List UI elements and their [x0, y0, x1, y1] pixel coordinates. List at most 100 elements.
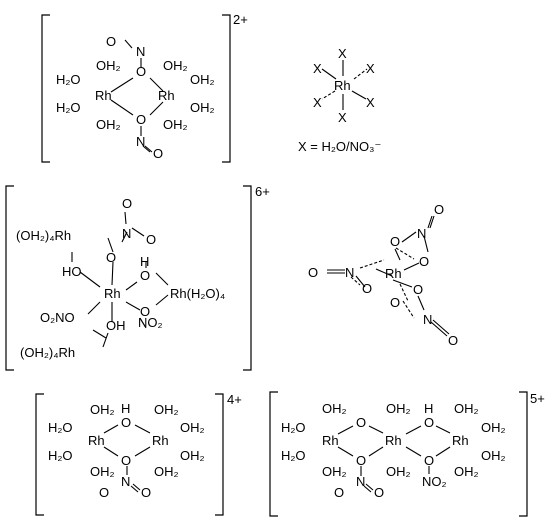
atom-H: H — [140, 254, 149, 269]
atom-O: O — [106, 250, 116, 265]
ligand-OH2: OH₂ — [154, 464, 179, 479]
atom-Rh: Rh — [334, 78, 351, 93]
atom-N: N — [345, 265, 354, 280]
atom-O: O — [434, 202, 444, 217]
atom-O: O — [141, 485, 151, 500]
complex-dimer-2plus: 2+ O N O O N O Rh Rh H₂O H₂O OH₂ OH₂ OH₂… — [41, 12, 248, 163]
ligand-OH2-4-Rh: (OH₂)₄Rh — [16, 228, 71, 243]
atom-Rh: Rh — [385, 266, 402, 281]
atom-O: O — [136, 112, 146, 127]
left-bracket — [5, 185, 14, 371]
atom-O: O — [308, 265, 318, 280]
atom-O: O — [356, 415, 366, 430]
ligand-Rh-H2O-4: Rh(H₂O)₄ — [170, 286, 225, 301]
atom-Rh: Rh — [385, 433, 402, 448]
atom-O: O — [136, 64, 146, 79]
atom-O: O — [424, 453, 434, 468]
ligand-OH2: OH₂ — [90, 464, 115, 479]
atom-O: O — [374, 485, 384, 500]
ligand-O2NO: O₂NO — [40, 310, 75, 325]
ligand-OH2-4-Rh: (OH₂)₄Rh — [20, 345, 75, 360]
ligand-OH2: OH₂ — [154, 402, 179, 417]
ligand-OH2: OH₂ — [190, 100, 215, 115]
atom-O: O — [356, 453, 366, 468]
ligand-OH2: OH₂ — [96, 117, 121, 132]
atom-Rh: Rh — [152, 433, 169, 448]
ligand-OH2: OH₂ — [180, 448, 205, 463]
atom-H: H — [121, 401, 130, 416]
atom-O: O — [140, 304, 150, 319]
legend-label: X = H₂O/NO₃⁻ — [298, 139, 381, 154]
ligand-OH2: OH₂ — [322, 401, 347, 416]
ligand-OH2: OH₂ — [90, 402, 115, 417]
ligand-H2O: H₂O — [48, 420, 73, 435]
charge-label: 2+ — [233, 12, 248, 27]
atom-O: O — [424, 415, 434, 430]
ligand-X: X — [338, 46, 347, 61]
atom-O: O — [146, 232, 156, 247]
ligand-OH2: OH₂ — [386, 464, 411, 479]
ligand-OH2: OH₂ — [190, 72, 215, 87]
right-bracket — [215, 393, 224, 516]
atom-Rh: Rh — [322, 433, 339, 448]
ligand-X: X — [313, 95, 322, 110]
atom-O: O — [390, 295, 400, 310]
atom-Rh: Rh — [88, 433, 105, 448]
atom-O: O — [140, 268, 150, 283]
right-bracket — [222, 14, 231, 163]
left-bracket — [269, 391, 278, 517]
ligand-OH: OH — [106, 318, 126, 333]
ligand-H2O: H₂O — [56, 100, 81, 115]
charge-label: 5+ — [530, 391, 545, 406]
ligand-H2O: H₂O — [56, 72, 81, 87]
atom-N: N — [417, 226, 426, 241]
ligand-OH2: OH₂ — [386, 401, 411, 416]
atom-O: O — [122, 196, 132, 211]
atom-O: O — [99, 485, 109, 500]
atom-O: O — [106, 34, 116, 49]
ligand-HO: HO — [62, 264, 82, 279]
atom-O: O — [362, 281, 372, 296]
right-bracket — [519, 391, 528, 517]
ligand-NO2: NO₂ — [138, 315, 163, 330]
ligand-OH2: OH₂ — [454, 464, 479, 479]
atom-O: O — [413, 282, 423, 297]
atom-O: O — [448, 333, 458, 348]
complex-rh-no3-3: O N O O O N Rh O O O N O — [308, 202, 458, 348]
atom-N: N — [121, 474, 130, 489]
complex-dimer-4plus: 4+ H O O N O O Rh Rh OH₂ OH₂ H₂O H₂O OH₂… — [35, 392, 242, 516]
complex-trimer-5plus: 5+ O O N O O H O O NO₂ Rh Rh Rh OH₂ OH₂ … — [269, 391, 545, 517]
atom-O: O — [334, 485, 344, 500]
complex-trimer-6plus: 6+ (OH₂)₄Rh O N O O HO H O Rh Rh(H₂O)₄ O… — [5, 184, 270, 371]
complex-rhx6: X X X X X X Rh X = H₂O/NO₃⁻ — [298, 46, 381, 154]
ligand-H2O: H₂O — [281, 420, 306, 435]
atom-O: O — [121, 453, 131, 468]
ligand-OH2: OH₂ — [481, 448, 506, 463]
ligand-X: X — [338, 110, 347, 125]
right-bracket — [243, 185, 252, 371]
ligand-OH2: OH₂ — [163, 58, 188, 73]
ligand-OH2: OH₂ — [322, 464, 347, 479]
ligand-OH2: OH₂ — [180, 420, 205, 435]
atom-O: O — [390, 234, 400, 249]
atom-Rh: Rh — [158, 88, 175, 103]
atom-N: N — [122, 226, 131, 241]
atom-Rh: Rh — [104, 286, 121, 301]
ligand-H2O: H₂O — [48, 448, 73, 463]
ligand-OH2: OH₂ — [96, 58, 121, 73]
atom-H: H — [424, 401, 433, 416]
ligand-H2O: H₂O — [281, 448, 306, 463]
ligand-X: X — [366, 95, 375, 110]
atom-N: N — [136, 44, 145, 59]
charge-label: 4+ — [227, 392, 242, 407]
atom-N: N — [423, 312, 432, 327]
atom-O: O — [153, 146, 163, 161]
atom-Rh: Rh — [95, 88, 112, 103]
atom-O: O — [419, 254, 429, 269]
ligand-OH2: OH₂ — [163, 117, 188, 132]
atom-N: N — [136, 134, 145, 149]
ligand-OH2: OH₂ — [454, 401, 479, 416]
atom-Rh: Rh — [452, 433, 469, 448]
charge-label: 6+ — [255, 184, 270, 199]
ligand-OH2: OH₂ — [481, 420, 506, 435]
